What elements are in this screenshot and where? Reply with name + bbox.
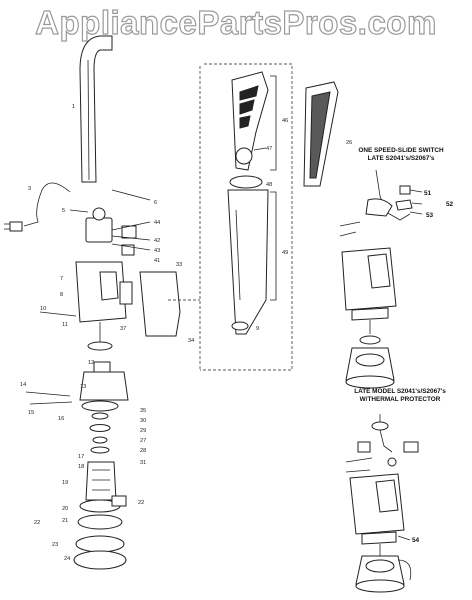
svg-text:10: 10 xyxy=(40,306,46,312)
svg-text:13: 13 xyxy=(80,384,86,390)
svg-text:7: 7 xyxy=(60,276,63,282)
svg-text:42: 42 xyxy=(154,238,160,244)
svg-text:28: 28 xyxy=(140,448,146,454)
part-number-51: 51 xyxy=(424,190,432,197)
upper-bag: 26 xyxy=(303,81,352,187)
svg-text:9: 9 xyxy=(256,326,259,332)
svg-text:20: 20 xyxy=(62,506,68,512)
svg-text:48: 48 xyxy=(266,182,272,188)
upper-motor-housing xyxy=(341,247,397,389)
svg-text:29: 29 xyxy=(140,428,146,434)
svg-text:21: 21 xyxy=(62,518,68,524)
svg-text:30: 30 xyxy=(140,418,146,424)
svg-text:6: 6 xyxy=(154,200,157,206)
svg-text:33: 33 xyxy=(176,262,182,268)
power-cord: 3 xyxy=(4,182,71,232)
handle-tube: 1 xyxy=(72,35,113,183)
svg-text:37: 37 xyxy=(120,326,126,332)
svg-text:22: 22 xyxy=(138,500,144,506)
caption-one-speed-switch: ONE SPEED-SLIDE SWITCH LATE S2041's/S206… xyxy=(358,147,444,162)
svg-text:24: 24 xyxy=(64,556,70,562)
svg-text:15: 15 xyxy=(28,410,34,416)
svg-text:41: 41 xyxy=(154,258,160,264)
handle-grip: 47 46 xyxy=(231,71,288,171)
svg-text:11: 11 xyxy=(62,322,68,328)
part-number-52: 52 xyxy=(446,201,454,208)
svg-text:12: 12 xyxy=(88,360,94,366)
svg-text:19: 19 xyxy=(62,480,68,486)
svg-text:46: 46 xyxy=(282,118,288,124)
svg-text:5: 5 xyxy=(62,208,65,214)
svg-text:22: 22 xyxy=(34,520,40,526)
dashed-group-outline xyxy=(168,63,293,371)
thermal-protector-assembly: 54 xyxy=(345,414,420,593)
svg-text:3: 3 xyxy=(28,186,31,192)
svg-text:26: 26 xyxy=(346,140,352,146)
lower-motor-assembly: 17 18 19 20 21 22 22 23 24 xyxy=(34,454,144,570)
motor-assembly: 12 13 14 15 16 35 30 29 27 28 31 xyxy=(20,322,146,466)
svg-text:23: 23 xyxy=(52,542,58,548)
svg-text:43: 43 xyxy=(154,248,160,254)
svg-text:49: 49 xyxy=(282,250,288,256)
svg-text:31: 31 xyxy=(140,460,146,466)
svg-text:44: 44 xyxy=(154,220,160,226)
part-number-54: 54 xyxy=(412,537,420,544)
filter-bag: 48 49 9 xyxy=(227,175,288,335)
motor-housing: 10 7 8 11 xyxy=(39,261,127,328)
caption-late-model-thermal: LATE MODEL S2041's/S2067's W/THERMAL PRO… xyxy=(354,388,446,403)
svg-text:34: 34 xyxy=(188,338,194,344)
svg-text:18: 18 xyxy=(78,464,84,470)
slide-switch-assembly: 51 52 53 xyxy=(339,169,454,237)
switch-assembly: 44 42 43 41 5 6 xyxy=(62,189,160,264)
svg-text:27: 27 xyxy=(140,438,146,444)
svg-text:47: 47 xyxy=(266,146,272,152)
svg-text:17: 17 xyxy=(78,454,84,460)
watermark-logo: AppliancePartsPros.com xyxy=(35,3,437,41)
svg-text:8: 8 xyxy=(60,292,63,298)
svg-text:35: 35 xyxy=(140,408,146,414)
svg-text:14: 14 xyxy=(20,382,26,388)
filter-block: 33 37 34 xyxy=(119,262,194,344)
callout-label: 1 xyxy=(72,104,75,110)
svg-text:16: 16 xyxy=(58,416,64,422)
part-number-53: 53 xyxy=(426,212,434,219)
